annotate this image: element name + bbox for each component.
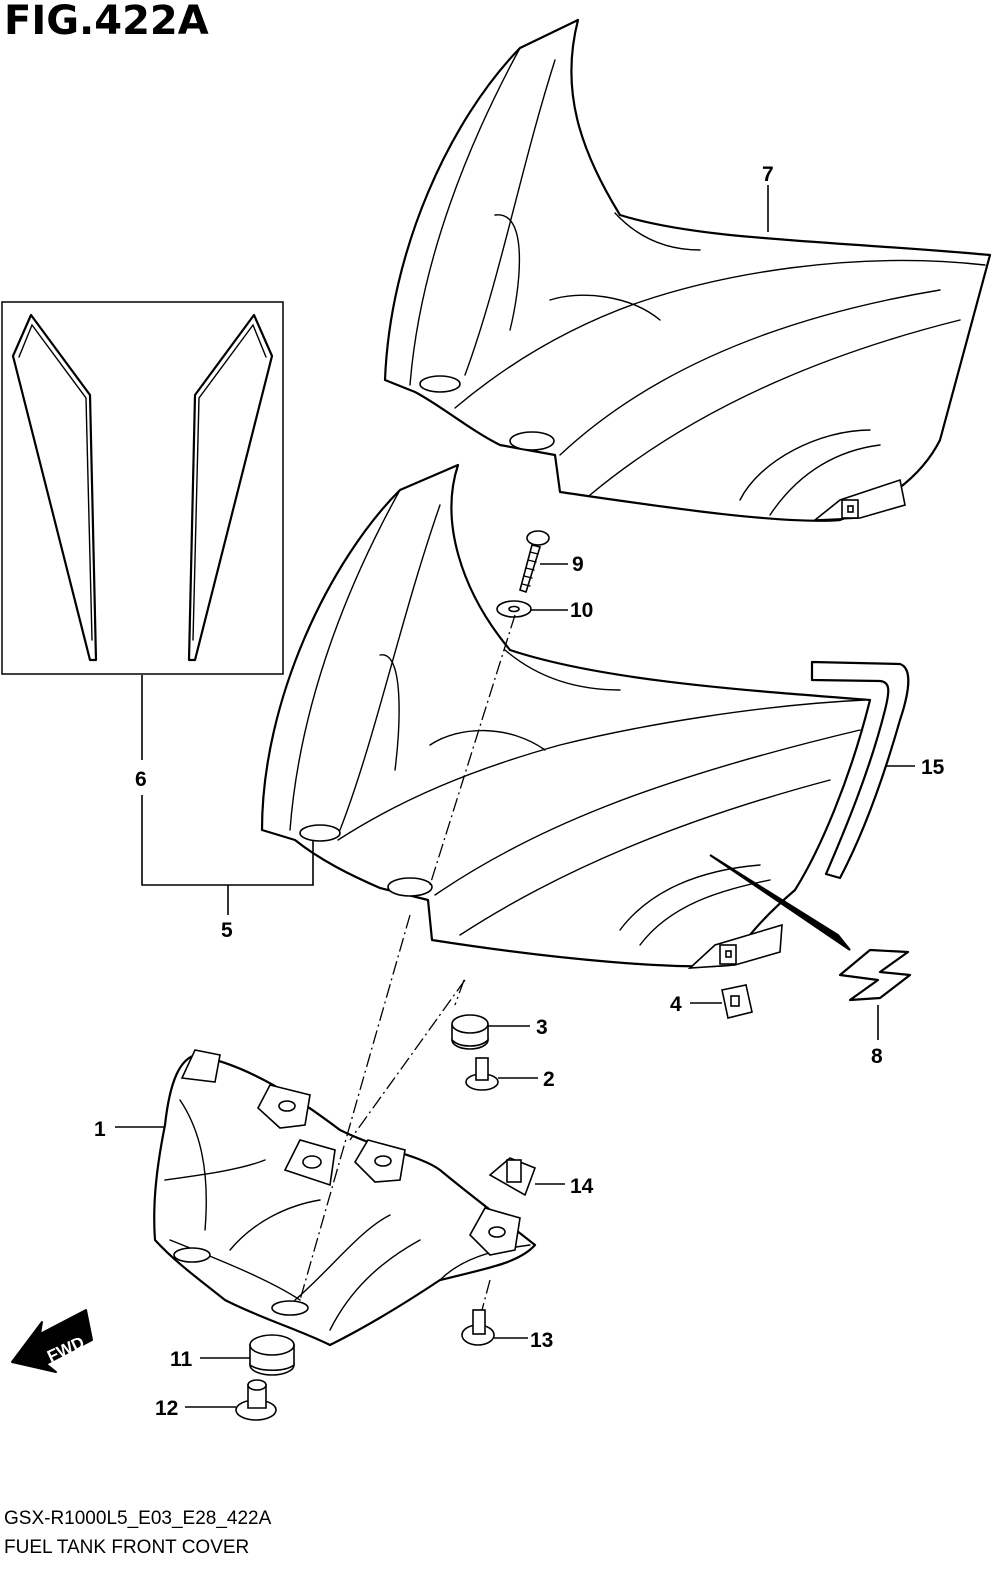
tank-cover-lower-part-5	[260, 463, 872, 969]
callout-6: 6	[135, 768, 147, 791]
bolt-part-2	[465, 1057, 499, 1091]
trim-strip-part-15	[810, 660, 910, 880]
emblem-part-8	[838, 948, 912, 1002]
callout-13: 13	[530, 1329, 553, 1352]
figure-caption: FUEL TANK FRONT COVER	[4, 1537, 250, 1558]
callout-12: 12	[155, 1397, 178, 1420]
tank-cover-upper-part-7	[383, 18, 992, 522]
clip-nut-part-4	[721, 984, 753, 1019]
callout-10: 10	[570, 599, 593, 622]
callout-1: 1	[94, 1118, 106, 1141]
callout-8: 8	[871, 1045, 883, 1068]
forward-direction-arrow: FWD	[11, 1309, 93, 1373]
leader-lines	[115, 185, 915, 1408]
washer-part-10	[496, 600, 532, 618]
bolt-part-13	[461, 1309, 495, 1346]
model-code: GSX-R1000L5_E03_E28_422A	[4, 1508, 272, 1529]
callout-3: 3	[536, 1016, 548, 1039]
callout-7: 7	[762, 163, 774, 186]
decal-set-part-6	[1, 301, 284, 675]
callout-5: 5	[221, 919, 233, 942]
callout-labels: 7 9 10 6 15 5 4 3 8 2 1 14 13 11 12	[94, 163, 945, 1420]
callout-15: 15	[921, 756, 945, 779]
callout-4: 4	[670, 993, 682, 1016]
callout-2: 2	[543, 1068, 555, 1091]
grommet-part-3	[451, 1014, 489, 1050]
figure-title: FIG.422A	[4, 0, 209, 44]
callout-14: 14	[570, 1175, 594, 1198]
screw-part-9	[519, 530, 550, 594]
cushion-part-14	[488, 1157, 537, 1197]
grommet-part-11	[249, 1334, 295, 1376]
collar-part-12	[235, 1379, 277, 1421]
callout-9: 9	[572, 553, 584, 576]
cover-bracket-part-1	[153, 1049, 537, 1347]
callout-11: 11	[170, 1348, 193, 1371]
